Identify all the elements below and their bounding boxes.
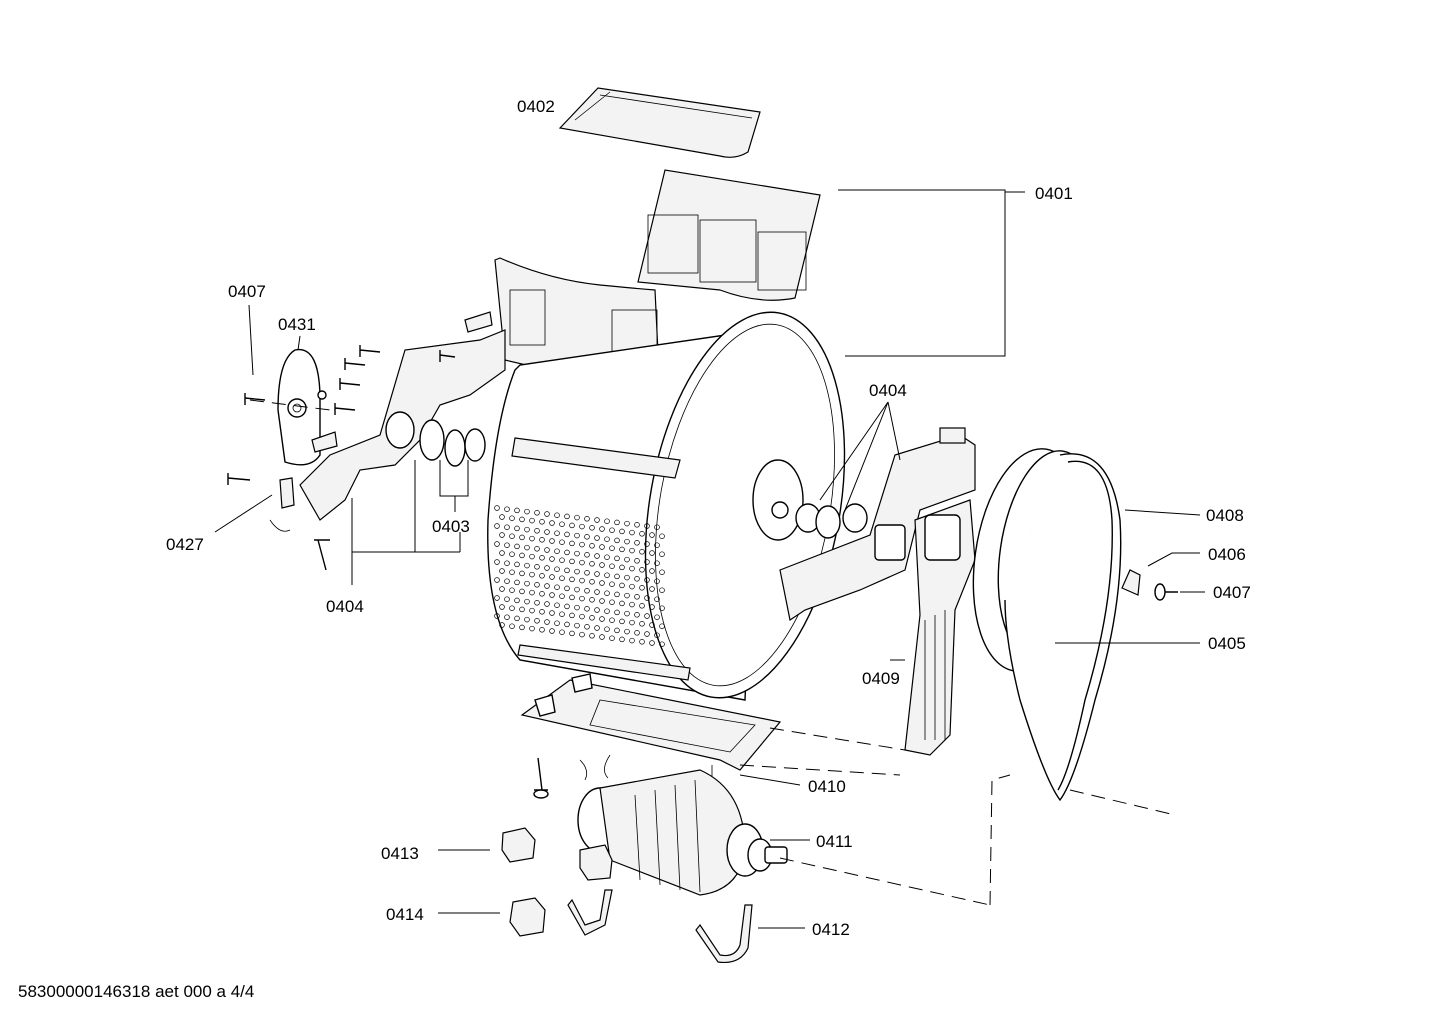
part-0409-support[interactable] <box>904 499 976 756</box>
leader-lines <box>214 189 1205 929</box>
label-0431: 0431 <box>278 315 316 334</box>
label-0402: 0402 <box>517 97 555 116</box>
part-0401-drum[interactable] <box>487 169 873 714</box>
part-0427-clip[interactable] <box>269 477 295 532</box>
label-0408: 0408 <box>1206 506 1244 525</box>
document-id-footer: 58300000146318 aet 000 a 4/4 <box>18 982 255 1001</box>
part-0413-connector[interactable] <box>501 827 536 863</box>
part-0406-washer[interactable] <box>1121 569 1141 596</box>
part-0410-bracket[interactable] <box>520 673 782 799</box>
part-motor-terminal <box>579 844 613 881</box>
part-0414-connector[interactable] <box>509 897 546 937</box>
label-0404-bottom: 0404 <box>326 597 364 616</box>
label-0403: 0403 <box>432 517 470 536</box>
part-0402-cover[interactable] <box>558 87 761 158</box>
label-0427: 0427 <box>166 535 204 554</box>
part-0411-motor[interactable] <box>577 769 788 896</box>
label-0414: 0414 <box>386 905 424 924</box>
screws-left <box>227 345 456 571</box>
part-0404-left-bracket[interactable] <box>299 311 506 521</box>
part-0431-plate[interactable] <box>277 348 321 466</box>
label-0405: 0405 <box>1208 634 1246 653</box>
label-0409: 0409 <box>862 669 900 688</box>
label-0407-left: 0407 <box>228 282 266 301</box>
label-0406: 0406 <box>1208 545 1246 564</box>
label-0404-right: 0404 <box>869 381 907 400</box>
label-0413: 0413 <box>381 844 419 863</box>
label-0411: 0411 <box>816 832 853 851</box>
label-0410: 0410 <box>808 777 846 796</box>
label-0412: 0412 <box>812 920 850 939</box>
part-0407-right-screw[interactable] <box>1154 583 1178 601</box>
part-0404-right-bracket[interactable] <box>779 427 976 621</box>
part-labels: 0401 0402 0403 0404 0404 0405 0406 0407 … <box>166 97 1251 939</box>
label-0407-right: 0407 <box>1213 583 1251 602</box>
part-0405-belt[interactable] <box>1004 453 1122 802</box>
dashed-guides <box>249 399 1176 906</box>
part-0412-strap[interactable] <box>567 889 753 964</box>
label-0401: 0401 <box>1035 184 1073 203</box>
